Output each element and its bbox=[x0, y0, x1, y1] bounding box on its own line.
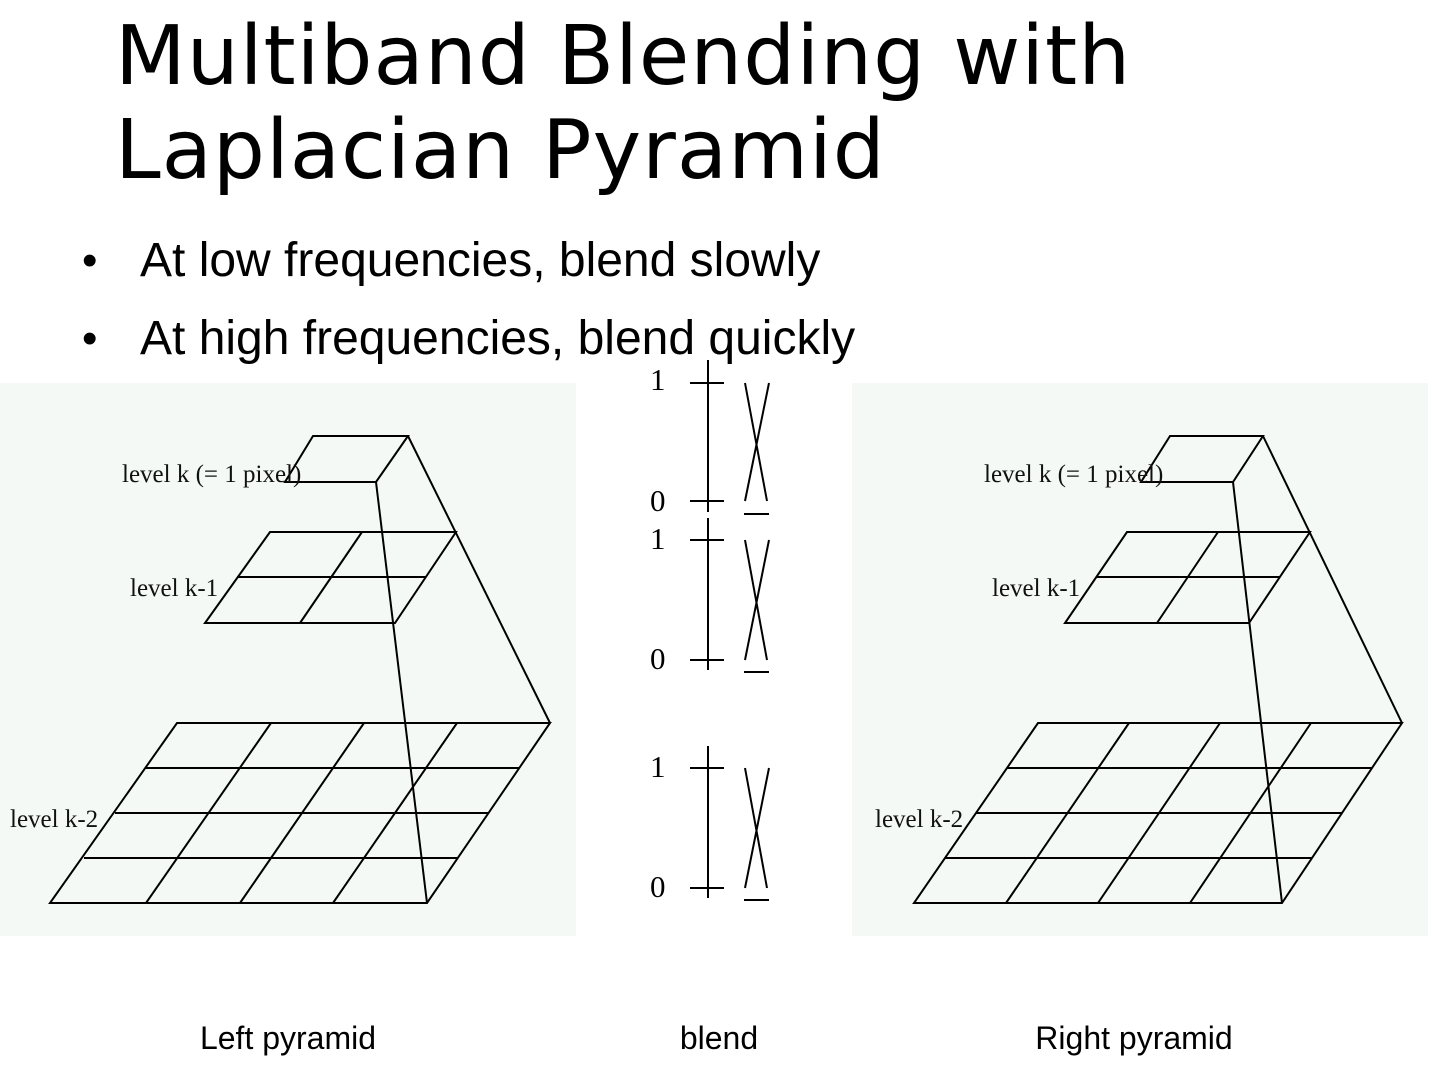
left-level-k-label: level k (= 1 pixel) bbox=[122, 461, 301, 488]
blend-level-top-one: 1 bbox=[650, 362, 666, 397]
right-pyramid-drawing: level k (= 1 pixel) level k-1 level k-2 bbox=[875, 435, 1404, 904]
right-pyramid-diagram: level k (= 1 pixel) level k-1 level k-2 bbox=[852, 383, 1428, 936]
blend-level-middle: 1 0 bbox=[650, 518, 770, 676]
left-pyramid-drawing: level k (= 1 pixel) level k-1 level k-2 bbox=[10, 435, 552, 904]
blend-level-top-zero: 0 bbox=[650, 483, 666, 518]
right-level-k1-label: level k-1 bbox=[992, 575, 1080, 602]
blend-level-bottom-zero: 0 bbox=[650, 869, 666, 904]
blend-curve-rising bbox=[744, 767, 770, 889]
left-pyramid-diagram: level k (= 1 pixel) level k-1 level k-2 bbox=[0, 383, 576, 936]
blend-level-bottom: 1 0 bbox=[650, 746, 770, 904]
blend-level-middle-zero: 0 bbox=[650, 641, 666, 676]
blend-caption: blend bbox=[679, 1020, 759, 1056]
left-pyramid-caption: Left pyramid bbox=[199, 1020, 377, 1056]
left-level-k2-label: level k-2 bbox=[10, 806, 98, 833]
right-pyramid-caption: Right pyramid bbox=[1035, 1020, 1233, 1056]
blend-curve-rising bbox=[744, 539, 770, 661]
level-k-cell bbox=[283, 435, 410, 483]
bullet-list: At low frequencies, blend slowly At high… bbox=[82, 222, 855, 378]
blend-level-bottom-one: 1 bbox=[650, 749, 666, 784]
slide-title: Multiband Blending with Laplacian Pyrami… bbox=[115, 10, 1365, 198]
blend-level-middle-one: 1 bbox=[650, 521, 666, 556]
title-line-1: Multiband Blending with bbox=[115, 9, 1132, 104]
bullet-low-frequency: At low frequencies, blend slowly bbox=[82, 222, 855, 300]
left-level-k1-label: level k-1 bbox=[130, 575, 218, 602]
bullet-high-frequency: At high frequencies, blend quickly bbox=[82, 300, 855, 378]
blend-diagram: 1 0 1 0 1 0 bbox=[650, 360, 770, 904]
title-line-2: Laplacian Pyramid bbox=[115, 103, 886, 198]
blend-level-top: 1 0 bbox=[650, 360, 770, 518]
right-level-k-label: level k (= 1 pixel) bbox=[984, 461, 1163, 488]
blend-curve-rising bbox=[744, 382, 770, 502]
right-level-k2-label: level k-2 bbox=[875, 806, 963, 833]
level-k1-grid bbox=[203, 531, 458, 624]
